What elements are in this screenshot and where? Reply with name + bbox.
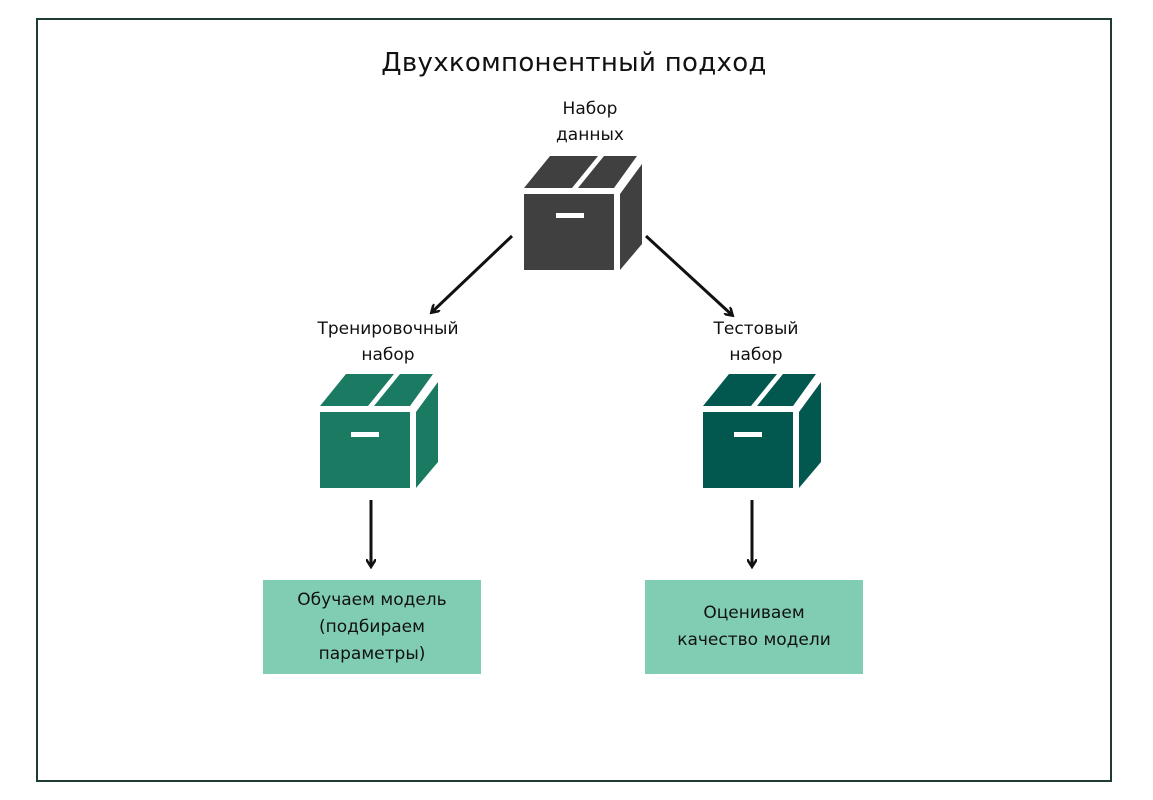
diagram-frame — [36, 18, 1112, 782]
test-set-box-icon — [703, 374, 821, 488]
test-set-label: Тестовый набор — [713, 319, 799, 365]
arrow-dataset-to-test — [644, 234, 732, 315]
evaluate-model-text: Оцениваем качество модели — [677, 603, 831, 650]
training-set-box-icon — [320, 374, 438, 488]
train-model-text: Обучаем модель (подбираем параметры) — [297, 589, 447, 664]
dataset-label: Набор данных — [556, 99, 624, 145]
train-model-box: Обучаем модель (подбираем параметры) — [263, 580, 481, 674]
diagram-title: Двухкомпонентный подход — [381, 48, 767, 78]
evaluate-model-box: Оцениваем качество модели — [645, 580, 863, 674]
arrow-dataset-to-training — [432, 234, 514, 312]
dataset-box-icon — [524, 156, 642, 270]
training-set-label: Тренировочный набор — [317, 319, 459, 365]
